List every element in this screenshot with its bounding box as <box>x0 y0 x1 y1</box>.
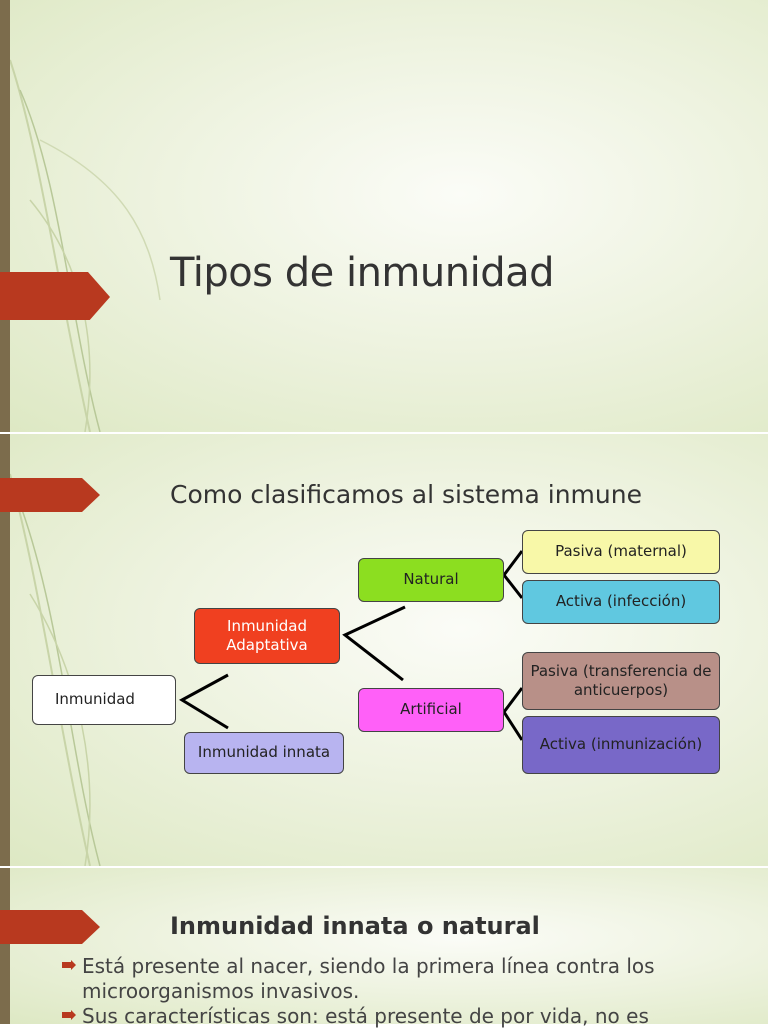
arrow-bullet-icon <box>62 1010 76 1020</box>
node-artificial-active: Activa (inmunización) <box>522 716 720 774</box>
accent-flag <box>0 910 100 944</box>
node-natural: Natural <box>358 558 504 602</box>
bullet-text: Está presente al nacer, siendo la primer… <box>82 954 655 1003</box>
node-inmunidad: Inmunidad <box>32 675 176 725</box>
slide-3 <box>0 868 768 1024</box>
bullet-item: Sus características son: está presente d… <box>62 1004 762 1029</box>
node-artificial-passive: Pasiva (transferencia de anticuerpos) <box>522 652 720 710</box>
node-natural-passive: Pasiva (maternal) <box>522 530 720 574</box>
slide-title: Inmunidad innata o natural <box>170 912 540 940</box>
arrow-bullet-icon <box>62 960 76 970</box>
node-adaptive: Inmunidad Adaptativa <box>194 608 340 664</box>
swoosh-decoration <box>9 59 161 432</box>
bullet-text: Sus características son: está presente d… <box>82 1004 649 1028</box>
slide-1: Tipos de inmunidad <box>0 0 768 432</box>
accent-flag <box>0 478 100 512</box>
slide-title: Como clasificamos al sistema inmune <box>170 480 642 509</box>
bullet-list: Está presente al nacer, siendo la primer… <box>62 954 762 1029</box>
bullet-item: Está presente al nacer, siendo la primer… <box>62 954 762 1004</box>
left-bar <box>0 868 10 1024</box>
node-innate: Inmunidad innata <box>184 732 344 774</box>
left-bar <box>0 434 10 866</box>
accent-flag <box>0 272 110 320</box>
node-natural-active: Activa (infección) <box>522 580 720 624</box>
node-artificial: Artificial <box>358 688 504 732</box>
left-bar <box>0 0 10 432</box>
slide-title: Tipos de inmunidad <box>170 250 555 296</box>
